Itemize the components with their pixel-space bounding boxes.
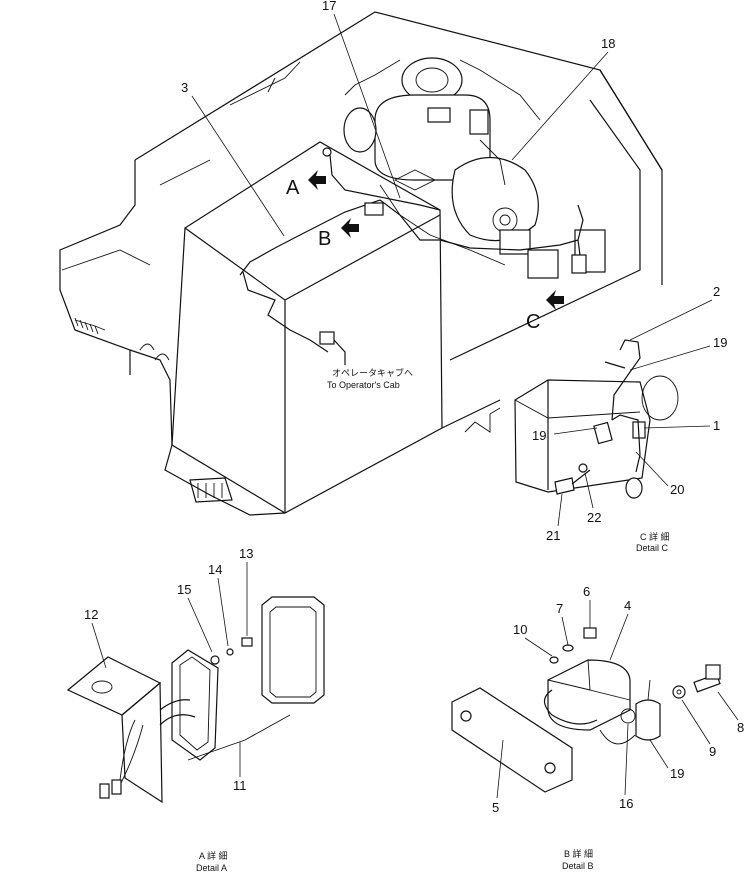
callout-8: 8 bbox=[737, 720, 744, 735]
callout-5: 5 bbox=[492, 800, 499, 815]
operator-cab-note-jp: オペレータキャブへ bbox=[332, 367, 413, 378]
callout-6: 6 bbox=[583, 584, 590, 599]
callout-21: 21 bbox=[546, 528, 560, 543]
view-letter-c: C bbox=[526, 311, 540, 333]
detail-b-title-jp: B 詳 細 bbox=[564, 848, 593, 859]
view-marker-b: B bbox=[318, 218, 359, 250]
engine-assembly bbox=[343, 57, 606, 279]
counterweight-vents bbox=[74, 317, 99, 335]
view-marker-c: C bbox=[526, 290, 564, 333]
callout-11: 11 bbox=[233, 778, 247, 793]
wiring-harness bbox=[239, 147, 587, 365]
machine-body bbox=[59, 11, 663, 516]
detail-a bbox=[66, 596, 325, 804]
detail-c bbox=[464, 339, 679, 499]
detail-a-title-jp: A 詳 細 bbox=[199, 850, 228, 861]
callout-3: 3 bbox=[181, 80, 188, 95]
callout-19-b: 19 bbox=[670, 766, 684, 781]
detail-b-title-en: Detail B bbox=[562, 861, 594, 871]
callout-19-c-top: 19 bbox=[713, 335, 727, 350]
operator-cab-note-en: To Operator's Cab bbox=[327, 380, 400, 390]
view-letter-a: A bbox=[286, 177, 300, 199]
callout-2: 2 bbox=[713, 284, 720, 299]
callout-9: 9 bbox=[709, 744, 716, 759]
callout-13: 13 bbox=[239, 546, 253, 561]
detail-b bbox=[451, 627, 721, 793]
view-marker-a: A bbox=[286, 170, 326, 199]
callout-22: 22 bbox=[587, 510, 601, 525]
callout-15: 15 bbox=[177, 582, 191, 597]
callout-20: 20 bbox=[670, 482, 684, 497]
view-letter-b: B bbox=[318, 228, 331, 250]
detail-a-title-en: Detail A bbox=[196, 863, 227, 873]
callout-14: 14 bbox=[208, 562, 222, 577]
detail-c-title-jp: C 詳 細 bbox=[640, 531, 670, 542]
detail-c-title-en: Detail C bbox=[636, 543, 669, 553]
callout-18: 18 bbox=[601, 36, 615, 51]
callout-7: 7 bbox=[556, 601, 563, 616]
callout-1: 1 bbox=[713, 418, 720, 433]
callout-10: 10 bbox=[513, 622, 527, 637]
callout-19-c-left: 19 bbox=[532, 428, 546, 443]
callout-12: 12 bbox=[84, 607, 98, 622]
callout-17: 17 bbox=[322, 0, 336, 13]
callout-4: 4 bbox=[624, 598, 631, 613]
callout-16: 16 bbox=[619, 796, 633, 811]
